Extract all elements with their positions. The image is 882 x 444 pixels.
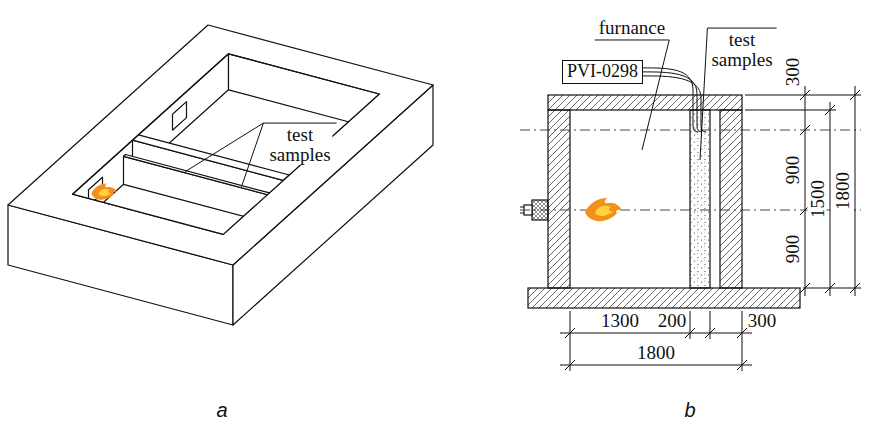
dimension: 900 [783, 155, 802, 186]
test-sample [690, 110, 710, 288]
part-label: furnance [599, 18, 665, 38]
instrument-name: PVI-0298 [567, 62, 638, 82]
dimension: 1300 [601, 311, 639, 331]
leader-line [595, 39, 669, 40]
part-label: test samples [711, 30, 772, 70]
instrument-box: PVI-0298 [562, 60, 643, 84]
sensor-wire [643, 72, 702, 132]
leader-line [242, 123, 264, 187]
leader-line [263, 123, 336, 124]
leader-line [185, 123, 263, 172]
window [173, 102, 187, 131]
sensor-wire [643, 76, 706, 132]
leader-line [642, 40, 669, 150]
subfigure-label: a [216, 400, 227, 421]
dimension-lines [560, 86, 861, 371]
fire-icon [91, 184, 117, 200]
dimension: 300 [748, 311, 777, 331]
dimension: 300 [783, 57, 802, 88]
part-label: test samples [267, 125, 332, 165]
sensor-wire [643, 68, 698, 132]
dimension: 900 [783, 234, 802, 265]
section-drawing [520, 95, 800, 308]
dimension: 1800 [637, 343, 675, 363]
subfigure-label: b [684, 400, 695, 421]
dimension: 200 [658, 311, 687, 331]
dimension: 1800 [833, 171, 852, 211]
fire-icon [585, 198, 622, 221]
dimension: 1500 [808, 179, 827, 219]
isometric-chamber [8, 25, 433, 325]
leader-line [707, 28, 776, 29]
